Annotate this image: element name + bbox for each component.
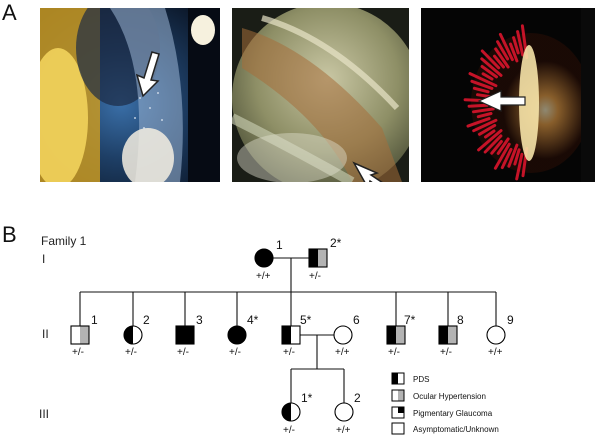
transillumination-defect — [498, 32, 514, 62]
transillumination-defect — [512, 36, 520, 55]
transillumination-defect — [516, 30, 525, 57]
transillumination-defect — [496, 40, 510, 61]
transillumination-defect — [493, 54, 505, 69]
svg-text:+/-: +/- — [229, 347, 241, 358]
svg-text:+/+: +/+ — [256, 271, 271, 282]
transillumination-defect — [494, 47, 510, 69]
individual-ii6: 6 +/+ — [333, 313, 360, 358]
transillumination-defect — [470, 79, 494, 90]
generation-label-i: I — [42, 252, 45, 266]
svg-text:Asymptomatic/Unknown: Asymptomatic/Unknown — [413, 425, 499, 434]
transillumination-defect — [466, 117, 491, 128]
svg-text:4*: 4* — [247, 313, 259, 327]
svg-text:5*: 5* — [300, 313, 312, 327]
svg-text:+/-: +/- — [283, 347, 295, 358]
transillumination-defect — [476, 112, 493, 119]
generation-label-ii: II — [42, 327, 49, 341]
legend-item-ocular-hypertension: Ocular Hypertension — [391, 389, 486, 402]
svg-text:Pigmentary Glaucoma: Pigmentary Glaucoma — [413, 409, 493, 418]
transillumination-defect — [515, 152, 524, 181]
individual-i1: 1 +/+ — [254, 238, 283, 282]
transillumination-defect — [500, 147, 513, 170]
transillumination-defect — [480, 65, 498, 79]
individual-iii1: 1* +/- — [281, 391, 313, 436]
transillumination-defect — [472, 107, 495, 114]
svg-text:+/-: +/- — [440, 347, 452, 358]
svg-text:+/-: +/- — [388, 347, 400, 358]
arrow-icon — [352, 161, 383, 182]
individual-iii2: 2 +/+ — [334, 391, 361, 436]
svg-text:1: 1 — [276, 238, 283, 252]
legend-item-pds: PDS — [391, 372, 429, 385]
transillumination-defect — [484, 129, 496, 139]
svg-text:+/-: +/- — [283, 425, 295, 436]
transillumination-defect — [472, 118, 498, 133]
slit-lamp-photo-cornea — [40, 8, 220, 182]
individual-ii7: 7* +/- — [386, 313, 416, 358]
svg-text:+/+: +/+ — [335, 347, 350, 358]
pedigree-lines — [79, 257, 497, 403]
svg-text:+/-: +/- — [72, 347, 84, 358]
transillumination-defect — [513, 148, 521, 166]
svg-text:2*: 2* — [330, 236, 342, 250]
svg-text:+/-: +/- — [177, 347, 189, 358]
legend-item-asymptomatic: Asymptomatic/Unknown — [391, 422, 499, 435]
svg-text:2: 2 — [354, 391, 361, 405]
gonioscopy-photo — [232, 8, 409, 182]
svg-text:7*: 7* — [404, 313, 416, 327]
svg-text:3: 3 — [196, 313, 203, 327]
individual-i2: 2* +/- — [308, 236, 342, 282]
transillumination-defect — [481, 72, 494, 81]
svg-text:+/+: +/+ — [336, 425, 351, 436]
individual-ii8: 8 +/- — [438, 313, 464, 358]
svg-text:9: 9 — [507, 313, 514, 327]
individual-ii4: 4* +/- — [227, 313, 259, 358]
family-title: Family 1 — [41, 234, 87, 248]
svg-text:8: 8 — [457, 313, 464, 327]
transillumination-defect — [496, 137, 510, 155]
individual-ii3: 3 +/- — [175, 313, 203, 358]
transillumination-defect — [493, 142, 511, 170]
individual-ii9: 9 +/+ — [486, 313, 514, 358]
svg-text:2: 2 — [143, 313, 150, 327]
transillumination-defect — [509, 42, 519, 63]
transillumination-defect — [480, 49, 501, 70]
transillumination-defect — [477, 129, 503, 152]
arrow-icon — [477, 90, 526, 112]
arrow-icon — [135, 51, 160, 98]
individual-ii1: 1 +/- — [70, 313, 98, 358]
transillumination-defect — [468, 72, 498, 88]
transillumination-defect — [483, 134, 503, 154]
panel-label-a: A — [2, 0, 17, 25]
transillumination-defect — [490, 140, 503, 155]
svg-text:PDS: PDS — [413, 375, 429, 384]
transillumination-defect — [472, 86, 490, 94]
panel-label-b: B — [2, 222, 17, 247]
svg-text:+/+: +/+ — [488, 347, 503, 358]
transillumination-defect — [480, 57, 503, 77]
svg-text:Ocular Hypertension: Ocular Hypertension — [413, 392, 486, 401]
svg-text:+/-: +/- — [309, 271, 321, 282]
legend: PDS Ocular Hypertension Pigmentary Glauc… — [391, 372, 499, 435]
individual-ii5: 5* +/- — [281, 313, 312, 358]
svg-text:1*: 1* — [301, 391, 313, 405]
svg-text:6: 6 — [353, 313, 360, 327]
transillumination-photo — [421, 8, 595, 182]
generation-label-iii: III — [39, 407, 49, 421]
transillumination-defect — [467, 103, 489, 108]
svg-text:+/-: +/- — [125, 347, 137, 358]
individual-ii2: 2 +/- — [123, 313, 150, 358]
transillumination-defect — [507, 143, 519, 168]
svg-text:1: 1 — [91, 313, 98, 327]
legend-item-pigmentary-glaucoma: Pigmentary Glaucoma — [391, 406, 493, 419]
transillumination-defect — [478, 123, 497, 136]
